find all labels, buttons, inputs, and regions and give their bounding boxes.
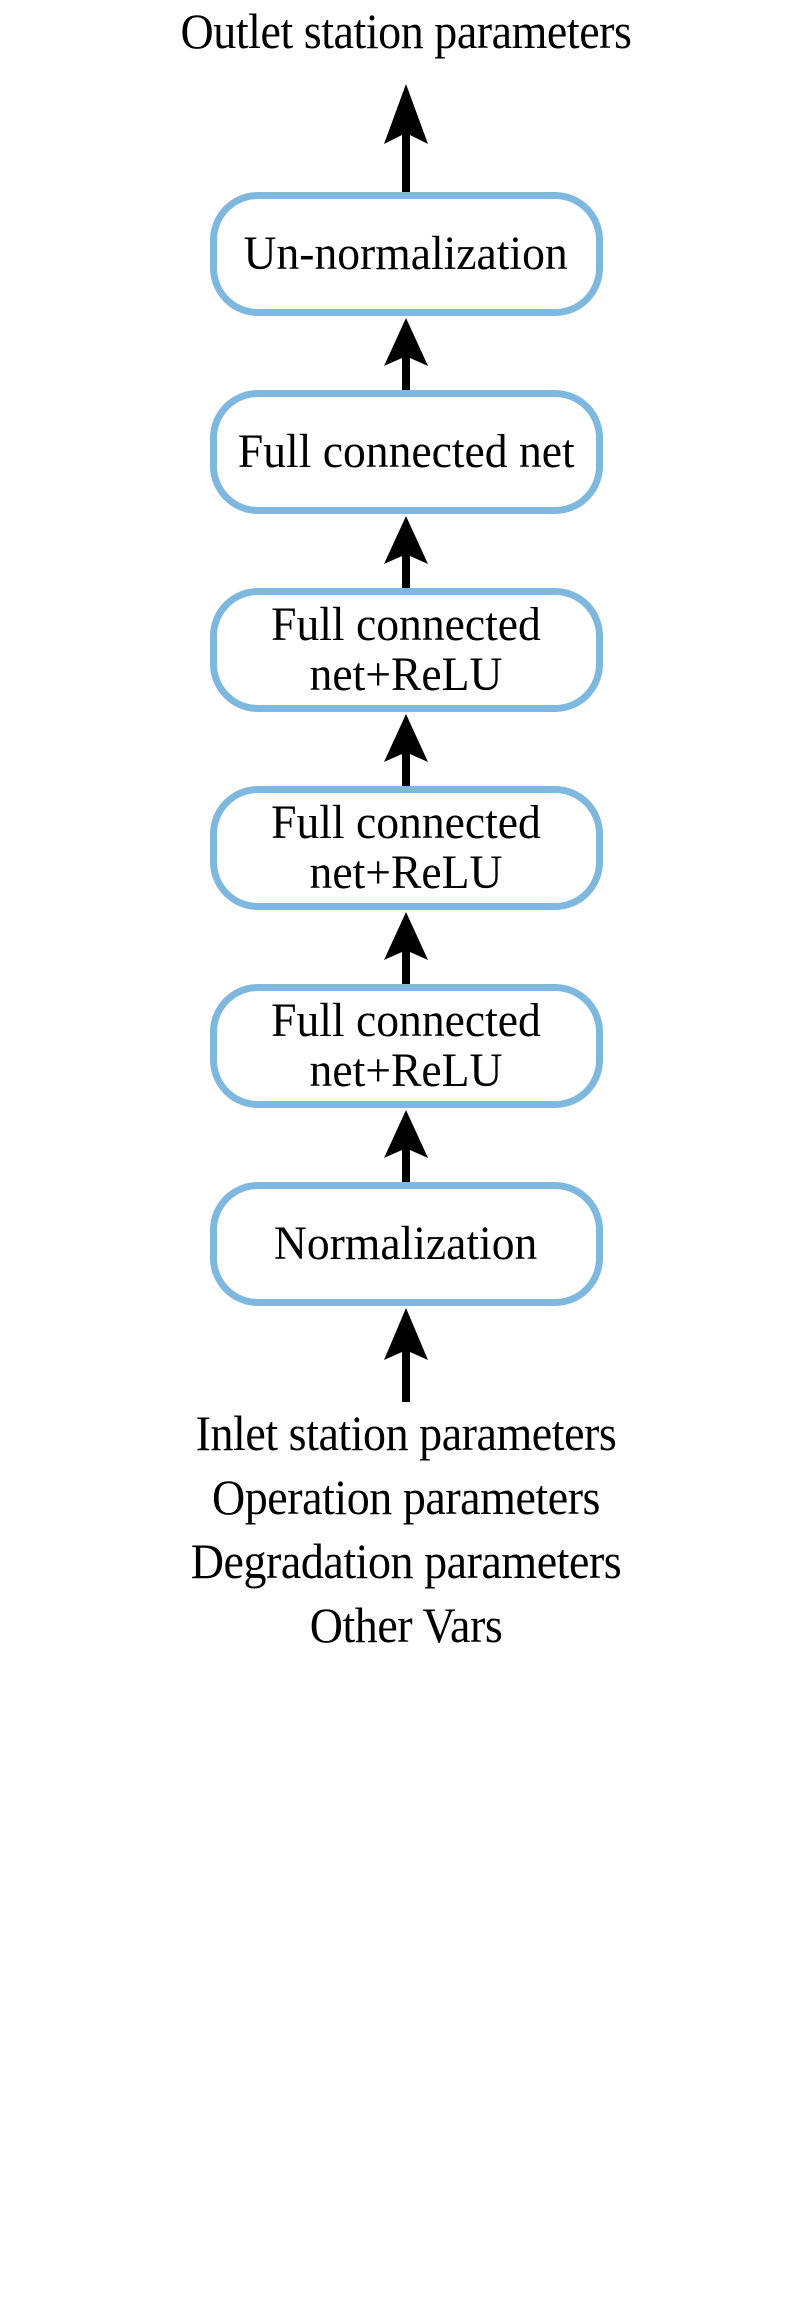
arrow-input-to-norm-icon <box>376 1306 436 1402</box>
node-un-normalization-label: Un-normalization <box>243 227 569 281</box>
node-un-normalization[interactable]: Un-normalization <box>209 192 603 316</box>
arrow-relu3-to-fc-icon <box>376 514 436 588</box>
node-fc-relu-3[interactable]: Full connected net+ReLU <box>209 588 603 712</box>
node-fc-relu-1-label: Full connected net+ReLU <box>271 994 541 1097</box>
output-caption: Outlet station parameters <box>0 6 812 82</box>
input-caption-line-4: Other Vars <box>309 1597 503 1653</box>
arrow-fc-to-unnorm-icon <box>376 316 436 390</box>
arrow-relu1-to-relu2-icon <box>376 910 436 984</box>
node-full-connected-net-label: Full connected net <box>237 425 575 479</box>
input-caption: Inlet station parameters Operation param… <box>0 1408 812 1664</box>
node-full-connected-net[interactable]: Full connected net <box>209 390 603 514</box>
arrow-relu2-to-relu3-icon <box>376 712 436 786</box>
node-fc-relu-1[interactable]: Full connected net+ReLU <box>209 984 603 1108</box>
node-fc-relu-2[interactable]: Full connected net+ReLU <box>209 786 603 910</box>
arrow-norm-to-relu1-icon <box>376 1108 436 1182</box>
input-caption-line-2: Operation parameters <box>211 1469 601 1525</box>
node-normalization[interactable]: Normalization <box>209 1182 603 1306</box>
output-caption-line: Outlet station parameters <box>180 3 632 59</box>
node-fc-relu-2-label: Full connected net+ReLU <box>271 796 541 899</box>
node-normalization-label: Normalization <box>274 1217 538 1271</box>
input-caption-line-1: Inlet station parameters <box>195 1405 617 1461</box>
arrow-to-output-icon <box>376 82 436 192</box>
input-caption-line-3: Degradation parameters <box>190 1533 622 1589</box>
node-fc-relu-3-label: Full connected net+ReLU <box>271 598 541 701</box>
